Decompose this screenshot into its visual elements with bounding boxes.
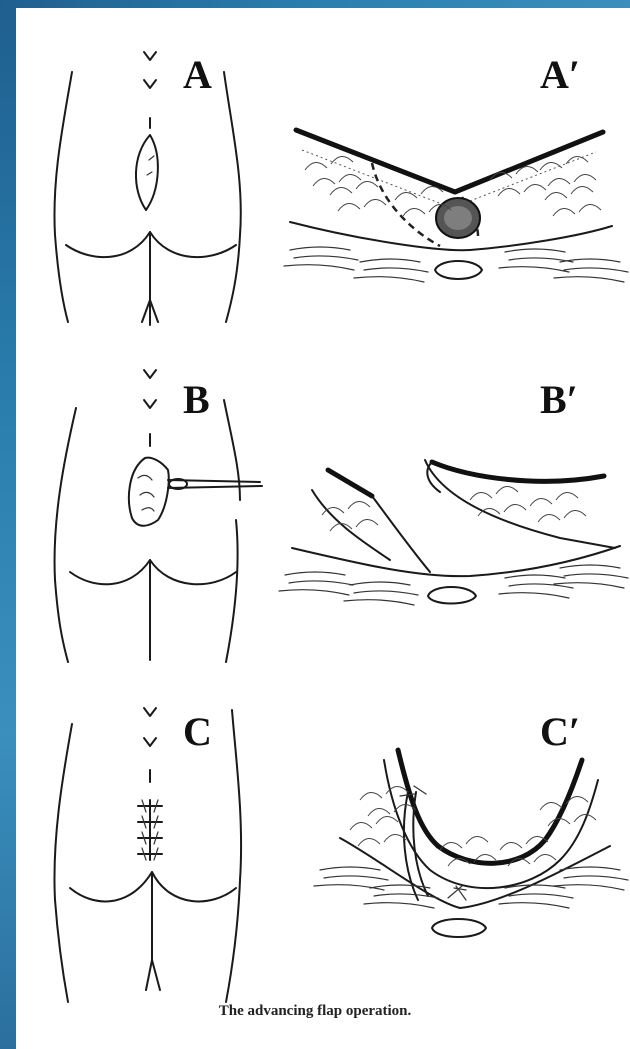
panel-label-c: C (183, 712, 212, 752)
figure-caption: The advancing flap operation. (0, 1003, 630, 1020)
figure-b-prime-cross-section (279, 460, 628, 605)
panel-label-a: A (183, 55, 212, 95)
panel-label-a-prime: A′ (540, 55, 580, 95)
figure-c-buttocks (54, 708, 241, 1002)
panel-label-c-prime: C′ (540, 712, 580, 752)
figure-c-prime-cross-section (314, 750, 628, 937)
figure-b-buttocks (55, 370, 262, 662)
panel-label-b-prime: B′ (540, 380, 578, 420)
panel-label-b: B (183, 380, 210, 420)
figure-a-buttocks (54, 52, 240, 325)
figure-a-prime-cross-section (284, 130, 628, 282)
